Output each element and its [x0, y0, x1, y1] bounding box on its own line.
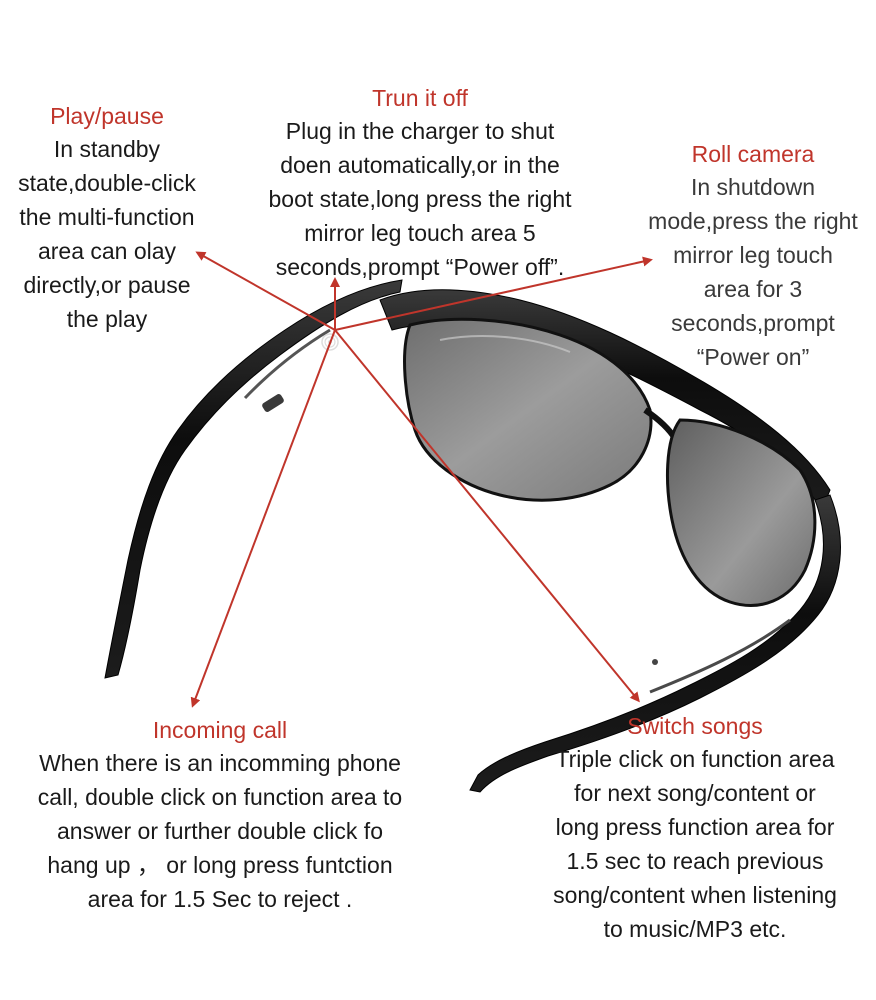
turn-off-block: Trun it off Plug in the charger to shut … — [230, 82, 610, 284]
switch-songs-block: Switch songs Triple click on function ar… — [505, 710, 876, 946]
turn-off-description: Plug in the charger to shut doen automat… — [268, 118, 572, 280]
temple-highlight — [243, 328, 331, 400]
touch-area-button — [262, 394, 284, 412]
left-lens — [403, 317, 653, 502]
play-pause-title: Play/pause — [50, 103, 164, 129]
arrow-to-play-pause — [195, 251, 336, 331]
right-temple-arm — [469, 494, 841, 793]
annotation-arrows — [190, 251, 653, 708]
arrow-to-roll-camera — [334, 256, 653, 331]
right-lens — [666, 418, 817, 607]
arrow-to-incoming-call — [190, 329, 336, 708]
roll-camera-description: In shutdown mode,press the right mirror … — [648, 174, 858, 370]
lens-shine — [439, 335, 571, 353]
play-pause-block: Play/pause In standby state,double-click… — [0, 100, 214, 336]
right-temple-highlight — [649, 618, 791, 694]
roll-camera-block: Roll camera In shutdown mode,press the r… — [630, 138, 876, 374]
right-temple-port — [652, 659, 658, 665]
incoming-call-description: When there is an incomming phone call, d… — [37, 750, 403, 912]
switch-songs-title: Switch songs — [627, 713, 763, 739]
play-pause-description: In standby state,double-click the multi-… — [18, 136, 196, 332]
roll-camera-title: Roll camera — [691, 141, 815, 167]
incoming-call-title: Incoming call — [152, 717, 288, 743]
turn-off-title: Trun it off — [372, 85, 468, 111]
arrow-to-switch-songs — [334, 329, 640, 703]
incoming-call-block: Incoming call When there is an incomming… — [0, 714, 440, 916]
left-temple-arm — [104, 279, 403, 679]
switch-songs-description: Triple click on function area for next s… — [553, 746, 837, 942]
